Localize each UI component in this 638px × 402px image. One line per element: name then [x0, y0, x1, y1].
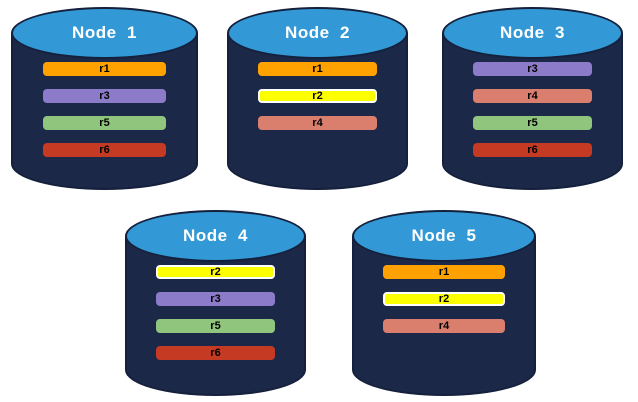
- cylinder-top: Node 1: [11, 7, 198, 59]
- record-bar-r5: r5: [472, 116, 593, 130]
- record-bar-r3: r3: [42, 89, 167, 103]
- cylinder-top: Node 3: [442, 7, 623, 59]
- node-label: Node 2: [285, 23, 350, 42]
- node-3-cylinder: r3 r4 r5 r6 Node 3: [442, 7, 623, 190]
- cylinder-top: Node 2: [227, 7, 408, 59]
- record-bar-r5: r5: [42, 116, 167, 130]
- node-label: Node 5: [411, 226, 477, 245]
- cylinder-top: Node 4: [125, 210, 306, 262]
- record-bar-r4: r4: [383, 319, 505, 333]
- record-list: r1 r2 r4: [383, 265, 505, 333]
- record-bar-r6: r6: [155, 346, 276, 360]
- record-bar-r1: r1: [257, 62, 378, 76]
- record-list: r3 r4 r5 r6: [472, 62, 593, 157]
- record-bar-r2: r2: [155, 265, 276, 279]
- node-1-cylinder: r1 r3 r5 r6 Node 1: [11, 7, 198, 190]
- node-label: Node 1: [72, 23, 137, 42]
- record-bar-r4: r4: [257, 116, 378, 130]
- record-bar-r1: r1: [383, 265, 505, 279]
- record-list: r1 r3 r5 r6: [42, 62, 167, 157]
- record-list: r2 r3 r5 r6: [155, 265, 276, 360]
- record-bar-r6: r6: [472, 143, 593, 157]
- record-bar-r5: r5: [155, 319, 276, 333]
- record-bar-r3: r3: [155, 292, 276, 306]
- node-5-cylinder: r1 r2 r4 Node 5: [352, 210, 536, 396]
- record-bar-r2: r2: [383, 292, 505, 306]
- record-bar-r1: r1: [42, 62, 167, 76]
- record-bar-r4: r4: [472, 89, 593, 103]
- node-4-cylinder: r2 r3 r5 r6 Node 4: [125, 210, 306, 396]
- record-bar-r6: r6: [42, 143, 167, 157]
- record-bar-r3: r3: [472, 62, 593, 76]
- record-list: r1 r2 r4: [257, 62, 378, 130]
- cylinder-top: Node 5: [352, 210, 536, 262]
- node-label: Node 3: [500, 23, 565, 42]
- node-label: Node 4: [183, 226, 248, 245]
- record-bar-r2: r2: [257, 89, 378, 103]
- node-2-cylinder: r1 r2 r4 Node 2: [227, 7, 408, 190]
